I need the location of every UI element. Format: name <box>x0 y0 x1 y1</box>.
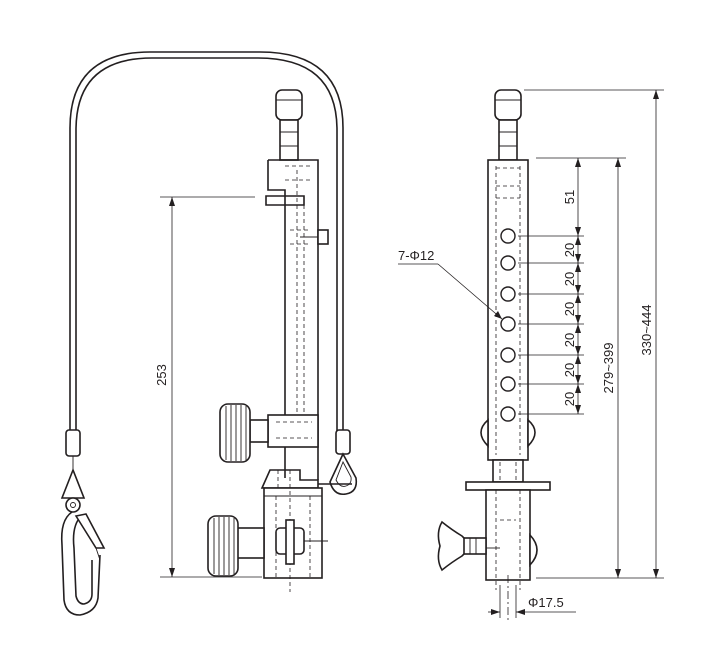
wire-thimble-icon <box>318 452 358 496</box>
pitch-dim-label: 20 <box>562 333 577 347</box>
adjust-hole <box>500 228 516 244</box>
adjust-hole <box>500 406 516 422</box>
height-knob-icon <box>219 403 319 463</box>
top-spigot <box>275 89 303 161</box>
wire-ferrule-right <box>335 429 351 455</box>
dim-51-label: 51 <box>562 190 577 204</box>
height-dim-label: 253 <box>154 364 169 386</box>
adjust-hole <box>500 316 516 332</box>
wing-nut-icon <box>437 520 487 572</box>
pitch-dim-label: 20 <box>562 272 577 286</box>
dimension-279-399: 279~399 <box>536 157 626 579</box>
range-dim-inner-label: 279~399 <box>601 343 616 394</box>
adjust-hole <box>500 286 516 302</box>
clamp-boss-right <box>527 418 536 448</box>
pitch-dim-label: 20 <box>562 392 577 406</box>
adjustment-holes <box>500 228 516 422</box>
l-bracket <box>260 469 319 489</box>
safety-wire <box>69 51 344 432</box>
pitch-dim-label: 20 <box>562 363 577 377</box>
hole-callout: 7-Φ12 <box>398 248 503 320</box>
lock-pin <box>317 229 329 245</box>
wire-ferrule-left <box>65 429 81 457</box>
clamp-boss-left <box>480 418 489 448</box>
range-dim-outer-label: 330~444 <box>639 305 654 356</box>
front-view: 7-Φ12 51 2 <box>398 89 664 620</box>
pitch-dim-label: 20 <box>562 302 577 316</box>
bore-dim-label: Φ17.5 <box>528 595 564 610</box>
snap-hook-icon <box>60 467 106 616</box>
adjust-hole <box>500 376 516 392</box>
telescopic-tube-side <box>265 159 329 480</box>
top-spigot-front <box>494 89 522 161</box>
adjust-hole <box>500 347 516 363</box>
hole-callout-label: 7-Φ12 <box>398 248 434 263</box>
dimension-253: 253 <box>154 196 262 578</box>
dimension-330-444: 330~444 <box>524 89 664 579</box>
receiver-knob-icon <box>207 515 265 577</box>
receiver-body-side <box>263 470 328 592</box>
receiver-body-front <box>485 489 538 590</box>
adjust-hole <box>500 255 516 271</box>
side-view: 253 <box>60 51 358 616</box>
dimension-bore: Φ17.5 <box>488 585 576 618</box>
pitch-dim-label: 20 <box>562 243 577 257</box>
pitch-dimensions: 51 20 20 20 20 20 20 <box>518 157 584 415</box>
flange <box>465 459 551 491</box>
